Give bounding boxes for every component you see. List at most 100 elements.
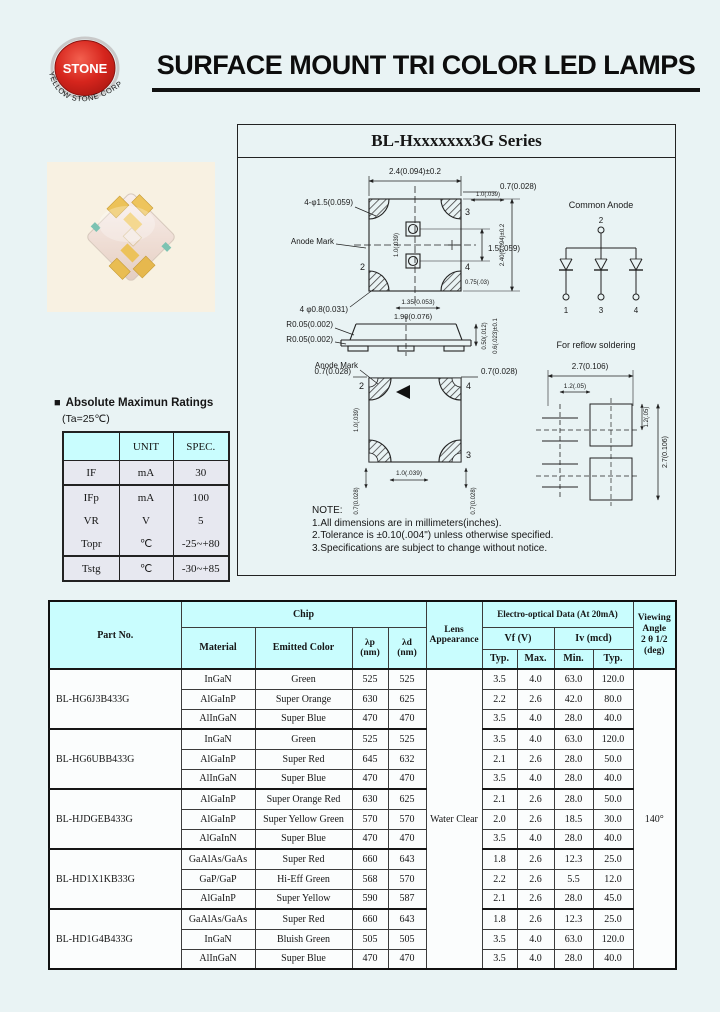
iv-min-cell: 28.0 (553, 828, 594, 850)
circuit-pin-4: 4 (634, 306, 639, 315)
ratings-spec-cell: 5 (172, 509, 229, 532)
vf-typ-cell: 3.5 (481, 768, 518, 790)
ratings-row: Topr℃-25~+80 (63, 532, 229, 557)
lambda-d-cell: 643 (387, 848, 427, 870)
lambda-d-cell: 570 (387, 868, 427, 890)
iv-typ-cell: 40.0 (592, 828, 634, 850)
ratings-unit-cell: ℃ (118, 532, 173, 557)
vf-max-cell: 4.0 (516, 948, 555, 970)
ratings-spec-cell: -25~+80 (172, 532, 229, 557)
side-view (334, 316, 478, 356)
lambda-d-cell: 632 (387, 748, 427, 770)
viewing-angle-cell: 140° (632, 668, 677, 970)
iv-typ-cell: 120.0 (592, 728, 634, 750)
iv-min-cell: 28.0 (553, 948, 594, 970)
emitted-color-cell: Super Blue (254, 828, 353, 850)
vf-max-cell: 2.6 (516, 748, 555, 770)
iv-typ-cell: 12.0 (592, 868, 634, 890)
spec-table: Part No. Chip Lens Appearance Electro-op… (48, 600, 677, 970)
note-line: 3.Specifications are subject to change w… (312, 542, 548, 554)
lens-appearance-cell: Water Clear (425, 668, 483, 970)
note-title: NOTE: (312, 505, 343, 516)
iv-typ-cell: 25.0 (592, 908, 634, 930)
reflow-pattern (536, 370, 660, 506)
lambda-p-cell: 568 (351, 868, 389, 890)
ratings-corner-cell (63, 432, 119, 461)
logo-text: STONE (63, 61, 108, 76)
emitted-color-cell: Super Orange (254, 688, 353, 710)
lambda-d-unit: (nm) (397, 647, 417, 658)
ratings-spec-cell: -30~+85 (172, 556, 229, 581)
bottom-dim-pad-v: 1.0(.039) (354, 408, 360, 432)
vf-typ-cell: 3.5 (481, 828, 518, 850)
led-symbol (629, 248, 643, 301)
title-underline (152, 88, 700, 92)
lambda-p-cell: 525 (351, 728, 389, 750)
vf-typ-cell: 2.1 (481, 748, 518, 770)
emitted-color-cell: Super Orange Red (254, 788, 353, 810)
vf-typ-cell: 3.5 (481, 948, 518, 970)
lambda-p-cell: 470 (351, 768, 389, 790)
anode-mark-label: Anode Mark (291, 237, 335, 246)
vf-max-header: Max. (516, 648, 555, 670)
note-line: 2.Tolerance is ±0.10(.004") unless other… (312, 530, 554, 541)
led-symbol (594, 248, 608, 301)
lambda-p-cell: 660 (351, 908, 389, 930)
vf-max-cell: 4.0 (516, 928, 555, 950)
iv-min-cell: 28.0 (553, 748, 594, 770)
dim-inner-vertical: 1.0(.039) (394, 233, 400, 257)
iv-min-cell: 12.3 (553, 908, 594, 930)
top-pin-3: 3 (465, 207, 470, 217)
circuit-pin-2: 2 (599, 216, 604, 225)
ratings-unit-cell: ℃ (118, 556, 173, 581)
vf-typ-cell: 2.1 (481, 888, 518, 910)
ratings-param-cell: IF (63, 460, 119, 486)
lambda-p-cell: 570 (351, 808, 389, 830)
vf-max-cell: 4.0 (516, 828, 555, 850)
ratings-param-cell: Topr (63, 532, 119, 557)
viewing-header-line: (deg) (643, 646, 665, 656)
iv-min-cell: 63.0 (553, 928, 594, 950)
vf-typ-header: Typ. (481, 648, 518, 670)
bottom-dim-br: 0.7(0.028) (471, 487, 477, 514)
material-cell: InGaN (180, 928, 256, 950)
top-pin-2: 2 (360, 262, 365, 272)
viewing-header-line: 2 θ 1/2 (640, 635, 668, 645)
iv-typ-header: Typ. (592, 648, 634, 670)
series-title: BL-Hxxxxxxx3G Series (237, 124, 676, 158)
product-photo (47, 162, 215, 312)
iv-typ-cell: 40.0 (592, 768, 634, 790)
bottom-dim-bl: 0.7(0.028) (354, 487, 360, 514)
material-cell: AlGaInP (180, 688, 256, 710)
lambda-d-cell: 643 (387, 908, 427, 930)
iv-min-cell: 28.0 (553, 788, 594, 810)
material-header: Material (180, 626, 256, 670)
dim-075: 0.75(.03) (465, 280, 489, 286)
lambda-p-symbol: λp (365, 637, 375, 648)
emitted-color-header: Emitted Color (254, 626, 353, 670)
vf-typ-cell: 3.5 (481, 928, 518, 950)
vf-max-cell: 4.0 (516, 668, 555, 690)
material-cell: AlInGaN (180, 708, 256, 730)
iv-typ-cell: 30.0 (592, 808, 634, 830)
lambda-p-cell: 660 (351, 848, 389, 870)
vf-typ-cell: 1.8 (481, 908, 518, 930)
circuit-title: Common Anode (569, 200, 634, 210)
note-line: 1.All dimensions are in millimeters(inch… (312, 517, 502, 529)
reflow-dim-height: 2.7(0.106) (662, 436, 669, 468)
iv-typ-cell: 25.0 (592, 848, 634, 870)
hole-label-2: 4 φ0.8(0.031) (300, 305, 349, 314)
common-anode-circuit (559, 226, 643, 301)
emitted-color-cell: Super Blue (254, 768, 353, 790)
dim-top-width: 2.4(0.094)±0.2 (389, 167, 442, 176)
vf-max-cell: 4.0 (516, 768, 555, 790)
material-cell: InGaN (180, 728, 256, 750)
iv-typ-cell: 120.0 (592, 928, 634, 950)
lambda-d-cell: 470 (387, 828, 427, 850)
vf-header: Vf (V) (481, 626, 555, 650)
dim-top-right-offset: 0.7(0.028) (500, 182, 537, 191)
